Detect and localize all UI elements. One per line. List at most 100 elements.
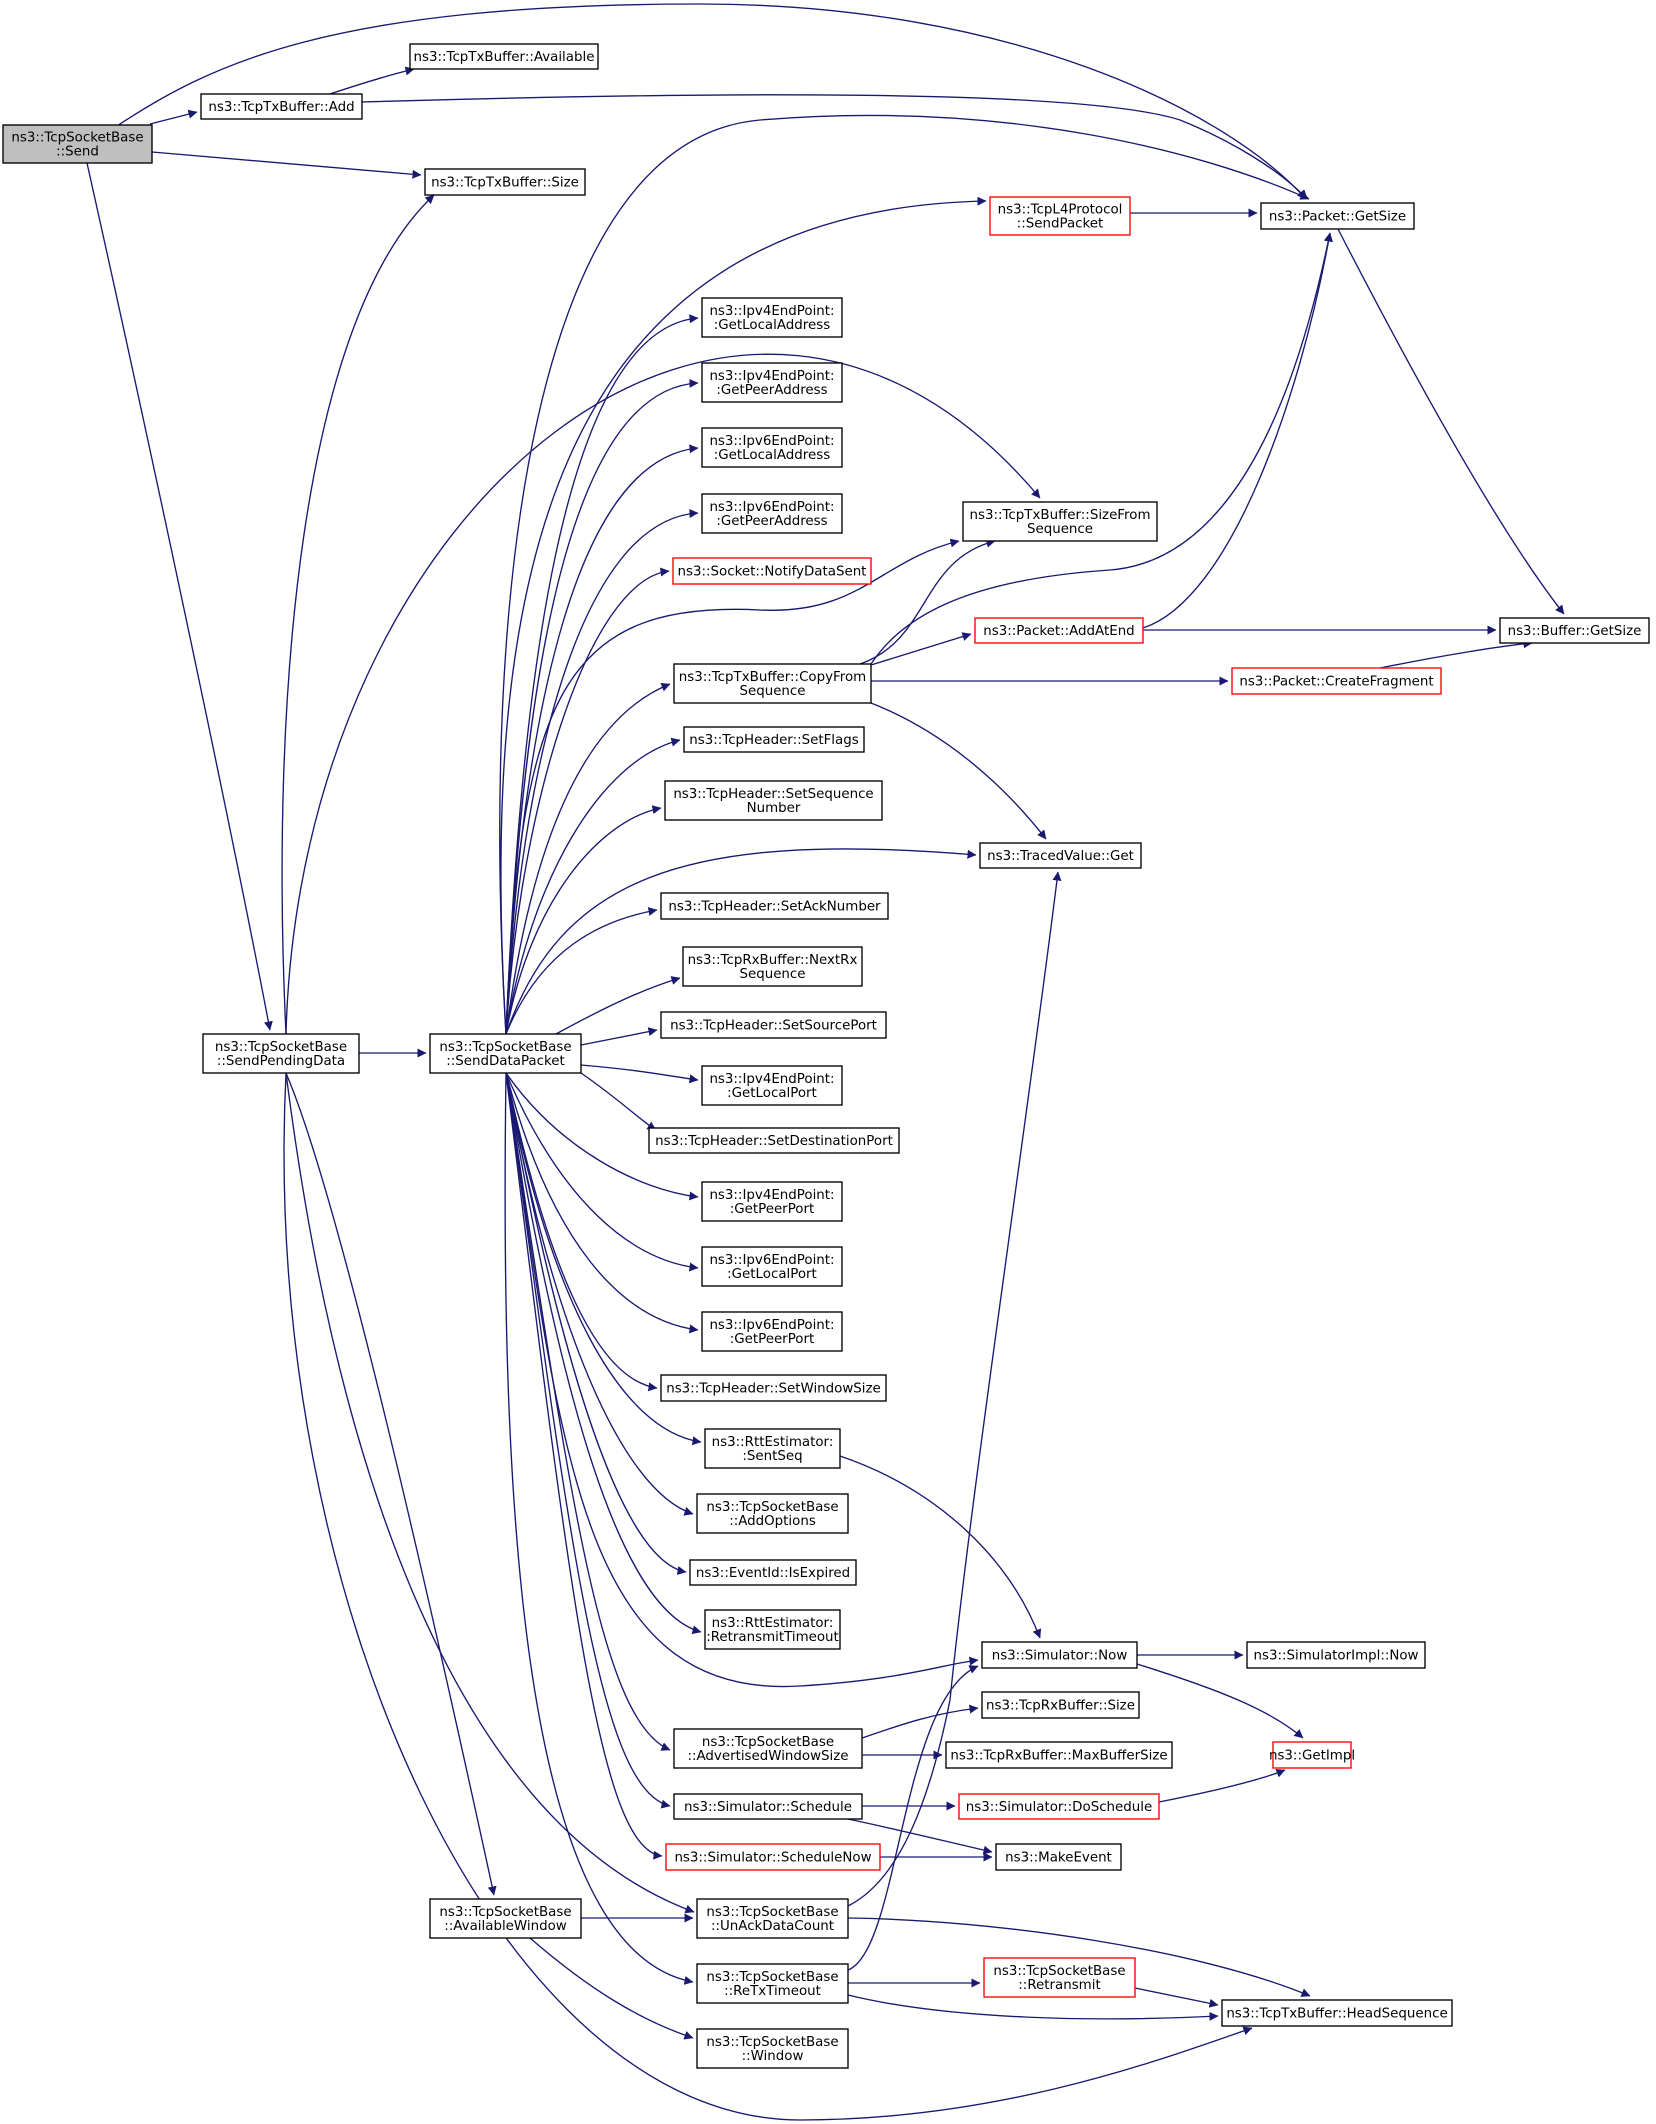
node-label-line: ns3::TcpSocketBase <box>706 1905 838 1920</box>
node-label-line: ns3::Simulator::DoSchedule <box>966 1800 1152 1815</box>
node-tracedget[interactable]: ns3::TracedValue::Get <box>979 842 1142 869</box>
node-label-line: :RetransmitTimeout <box>706 1630 839 1645</box>
node-box <box>429 1033 582 1074</box>
node-isexpired[interactable]: ns3::EventId::IsExpired <box>689 1559 857 1586</box>
node-ipv6lport[interactable]: ns3::Ipv6EndPoint::GetLocalPort <box>701 1246 843 1287</box>
edge-senddata-to-ipv6peer <box>505 509 699 1035</box>
edge-senddata-to-setdstport <box>580 1072 657 1131</box>
node-doschedule[interactable]: ns3::Simulator::DoSchedule <box>958 1793 1160 1820</box>
node-unack[interactable]: ns3::TcpSocketBase::UnAckDataCount <box>696 1898 849 1939</box>
node-label-line: :GetLocalAddress <box>714 448 830 463</box>
node-ipv4local[interactable]: ns3::Ipv4EndPoint::GetLocalAddress <box>701 297 843 338</box>
node-label-line: ::Window <box>742 2049 804 2064</box>
node-ipv4pport[interactable]: ns3::Ipv4EndPoint::GetPeerPort <box>701 1181 843 1222</box>
node-addopts[interactable]: ns3::TcpSocketBase::AddOptions <box>696 1493 849 1534</box>
edge-senddata-to-ipv4pport <box>505 1072 699 1201</box>
node-availwin[interactable]: ns3::TcpSocketBase::AvailableWindow <box>429 1898 582 1939</box>
node-getsize[interactable]: ns3::Packet::GetSize <box>1260 202 1415 230</box>
node-implnow[interactable]: ns3::SimulatorImpl::Now <box>1246 1641 1426 1669</box>
node-createfrag[interactable]: ns3::Packet::CreateFragment <box>1231 667 1442 695</box>
node-setsrcport[interactable]: ns3::TcpHeader::SetSourcePort <box>660 1011 887 1039</box>
node-box <box>979 842 1142 869</box>
node-label-line: ns3::TcpSocketBase <box>706 2035 838 2050</box>
node-schednow[interactable]: ns3::Simulator::ScheduleNow <box>665 1843 881 1871</box>
node-setack[interactable]: ns3::TcpHeader::SetAckNumber <box>660 892 889 920</box>
edge-senddata-to-setseq <box>505 805 662 1035</box>
node-box <box>1272 1741 1352 1769</box>
edge-senddata-to-ipv6pport <box>505 1072 699 1334</box>
node-simnow[interactable]: ns3::Simulator::Now <box>981 1641 1138 1669</box>
node-box <box>409 43 599 70</box>
node-ipv4peer[interactable]: ns3::Ipv4EndPoint::GetPeerAddress <box>701 362 843 403</box>
node-headseq[interactable]: ns3::TcpTxBuffer::HeadSequence <box>1221 1999 1453 2027</box>
node-box <box>1260 202 1415 230</box>
edge-add-to-getsize <box>361 94 1308 200</box>
node-label-line: :GetPeerPort <box>730 1202 815 1217</box>
node-sendpacket[interactable]: ns3::TcpL4Protocol::SendPacket <box>989 196 1131 236</box>
node-box <box>701 427 843 468</box>
node-advwin[interactable]: ns3::TcpSocketBase::AdvertisedWindowSize <box>673 1728 863 1769</box>
edge-unack-to-tracedget <box>847 871 1062 1907</box>
edge-senddata-to-setflags <box>505 737 681 1035</box>
edge-senddata-to-ipv6local <box>505 444 699 1035</box>
node-box <box>660 1011 887 1039</box>
node-label-line: ns3::Ipv6EndPoint: <box>709 434 834 449</box>
node-label-line: ns3::TcpL4Protocol <box>998 203 1123 218</box>
node-label-line: Sequence <box>739 684 805 699</box>
node-retxtimeout[interactable]: ns3::TcpSocketBase::ReTxTimeout <box>696 1963 849 2004</box>
node-setflags[interactable]: ns3::TcpHeader::SetFlags <box>683 726 865 753</box>
node-window[interactable]: ns3::TcpSocketBase::Window <box>696 2028 849 2069</box>
node-box <box>974 617 1144 644</box>
node-box <box>682 946 863 987</box>
node-label-line: ns3::Ipv4EndPoint: <box>709 1188 834 1203</box>
node-schedule[interactable]: ns3::Simulator::Schedule <box>673 1793 863 1820</box>
node-label-line: :GetPeerAddress <box>716 383 827 398</box>
node-getimpl[interactable]: ns3::GetImpl <box>1269 1741 1355 1769</box>
node-ipv6peer[interactable]: ns3::Ipv6EndPoint::GetPeerAddress <box>701 493 843 534</box>
node-box <box>704 1609 841 1650</box>
node-label-line: ns3::Buffer::GetSize <box>1508 624 1642 639</box>
node-label-line: ::AvailableWindow <box>444 1919 566 1934</box>
node-setwin[interactable]: ns3::TcpHeader::SetWindowSize <box>660 1374 887 1402</box>
node-box <box>958 1793 1160 1820</box>
node-label-line: ns3::TcpHeader::SetAckNumber <box>668 900 881 915</box>
node-send[interactable]: ns3::TcpSocketBase::Send <box>2 124 153 164</box>
edge-senddata-to-schednow <box>505 1072 663 1860</box>
edge-senddata-to-notify <box>505 567 670 1035</box>
node-add[interactable]: ns3::TcpTxBuffer::Add <box>200 93 363 120</box>
node-addatend[interactable]: ns3::Packet::AddAtEnd <box>974 617 1144 644</box>
node-label-line: ::AddOptions <box>729 1514 816 1529</box>
node-ipv6local[interactable]: ns3::Ipv6EndPoint::GetLocalAddress <box>701 427 843 468</box>
node-notify[interactable]: ns3::Socket::NotifyDataSent <box>672 557 872 585</box>
node-ipv4lport[interactable]: ns3::Ipv4EndPoint::GetLocalPort <box>701 1065 843 1106</box>
edge-getsize-to-buffergetsize <box>1337 228 1565 615</box>
node-txsize[interactable]: ns3::TcpTxBuffer::Size <box>424 168 586 196</box>
call-edges <box>86 3 1565 2121</box>
node-senddata[interactable]: ns3::TcpSocketBase::SendDataPacket <box>429 1033 582 1074</box>
node-buffergetsize[interactable]: ns3::Buffer::GetSize <box>1499 617 1650 644</box>
node-maxbuf[interactable]: ns3::TcpRxBuffer::MaxBufferSize <box>945 1741 1173 1769</box>
node-box <box>704 1428 841 1469</box>
node-sendpending[interactable]: ns3::TcpSocketBase::SendPendingData <box>202 1033 360 1074</box>
node-setdstport[interactable]: ns3::TcpHeader::SetDestinationPort <box>648 1127 900 1154</box>
node-makeevent[interactable]: ns3::MakeEvent <box>995 1843 1122 1871</box>
node-ipv6pport[interactable]: ns3::Ipv6EndPoint::GetPeerPort <box>701 1311 843 1352</box>
node-box <box>683 726 865 753</box>
node-label-line: Sequence <box>739 967 805 982</box>
node-sentseq[interactable]: ns3::RttEstimator::SentSeq <box>704 1428 841 1469</box>
edge-senddata-to-copyfrom <box>505 683 671 1035</box>
node-box <box>429 1898 582 1939</box>
edge-schedule-to-makeevent <box>847 1818 993 1855</box>
node-label-line: ns3::TcpRxBuffer::Size <box>986 1699 1135 1714</box>
node-box <box>660 1374 887 1402</box>
node-box <box>989 196 1131 236</box>
edge-retransmit-to-headseq <box>1134 1987 1219 2008</box>
node-rtttimeout[interactable]: ns3::RttEstimator::RetransmitTimeout <box>704 1609 841 1650</box>
node-available[interactable]: ns3::TcpTxBuffer::Available <box>409 43 599 70</box>
node-retransmit[interactable]: ns3::TcpSocketBase::Retransmit <box>983 1957 1136 1998</box>
node-rxsize[interactable]: ns3::TcpRxBuffer::Size <box>981 1691 1140 1719</box>
